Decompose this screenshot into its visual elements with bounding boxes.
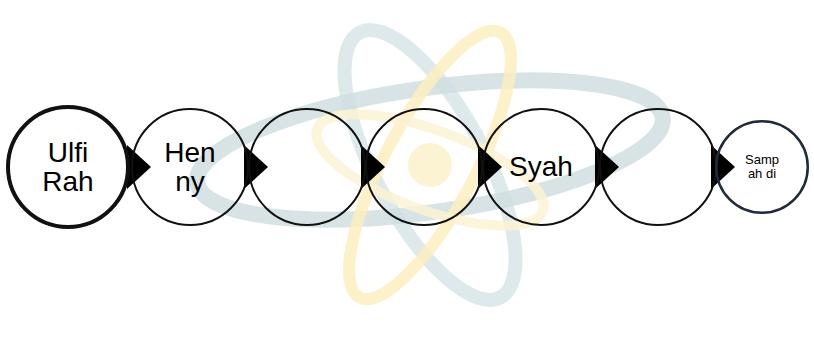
circle-outline [599, 108, 717, 226]
arrow-head [127, 145, 151, 189]
step-circle [599, 108, 717, 226]
circle-outline [365, 108, 483, 226]
step-circle: Syah [482, 108, 600, 226]
circle-shape [483, 109, 599, 225]
step-circle: Samp ah di [715, 120, 809, 214]
step-circle: Ulfi Rah [6, 105, 130, 229]
circle-shape [249, 109, 365, 225]
circle-shape [366, 109, 482, 225]
circle-shape [132, 109, 248, 225]
step-label: Syah [506, 152, 576, 181]
step-circle [248, 108, 366, 226]
step-label: Hen ny [160, 138, 220, 197]
step-circle: Hen ny [131, 108, 249, 226]
arrow-connector [127, 145, 151, 189]
circle-text-group: Syah [506, 152, 576, 181]
circle-text-group: Samp ah di [742, 153, 782, 180]
step-label: Ulfi Rah [36, 138, 100, 197]
circle-text-group: Hen ny [160, 138, 220, 197]
circle-shape [600, 109, 716, 225]
circle-text-group: Ulfi Rah [36, 138, 100, 197]
step-circle [365, 108, 483, 226]
circle-shape [716, 121, 808, 213]
step-label: Samp ah di [742, 153, 782, 180]
circle-outline [248, 108, 366, 226]
circle-shape [8, 107, 128, 227]
